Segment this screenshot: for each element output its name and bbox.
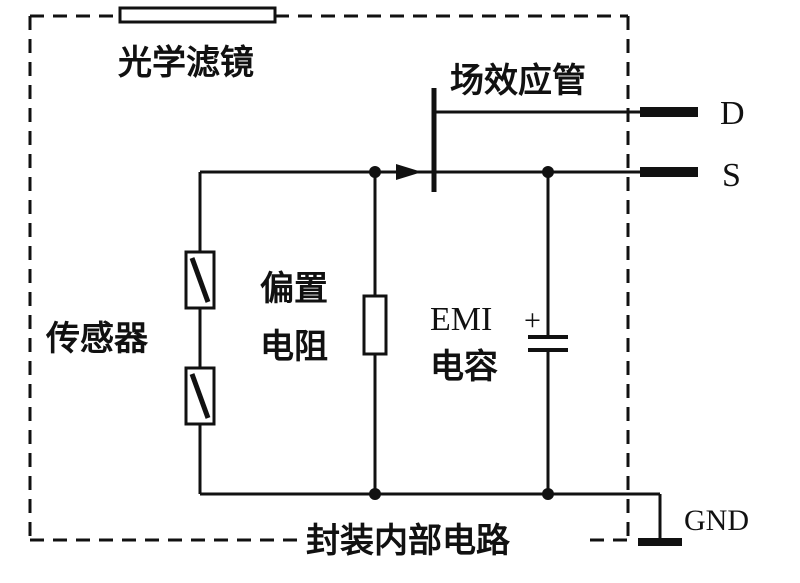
pin-gnd-label: GND bbox=[684, 504, 749, 537]
optical-filter-window bbox=[118, 6, 277, 24]
pin-d-label: D bbox=[720, 95, 745, 132]
d-pin bbox=[640, 107, 698, 117]
sensor-label: 传感器 bbox=[45, 319, 149, 359]
bias-resistor-label-line2: 电阻 bbox=[260, 327, 328, 367]
bias-resistor-label-line1: 偏置 bbox=[260, 269, 328, 309]
capacitor-plus-sign: + bbox=[524, 304, 541, 337]
junction-dot bbox=[369, 166, 381, 178]
s-pin bbox=[640, 167, 698, 177]
gnd-pin bbox=[638, 538, 682, 546]
fet-arrow bbox=[396, 164, 422, 180]
sensor-element-1 bbox=[184, 250, 216, 310]
pin-s-label: S bbox=[722, 157, 741, 194]
junction-dot bbox=[369, 488, 381, 500]
junction-dot bbox=[542, 488, 554, 500]
emi-label-line2: 电容 bbox=[430, 347, 498, 387]
sensor-element-2 bbox=[184, 366, 216, 426]
internal-circuit-label: 封装内部电路 bbox=[306, 521, 511, 561]
fet-label: 场效应管 bbox=[450, 61, 586, 101]
junction-dot bbox=[542, 166, 554, 178]
bias-resistor bbox=[362, 294, 388, 356]
emi-label-line1: EMI bbox=[430, 301, 492, 338]
optical-filter-label: 光学滤镜 bbox=[118, 43, 254, 83]
package-boundary bbox=[28, 14, 630, 542]
